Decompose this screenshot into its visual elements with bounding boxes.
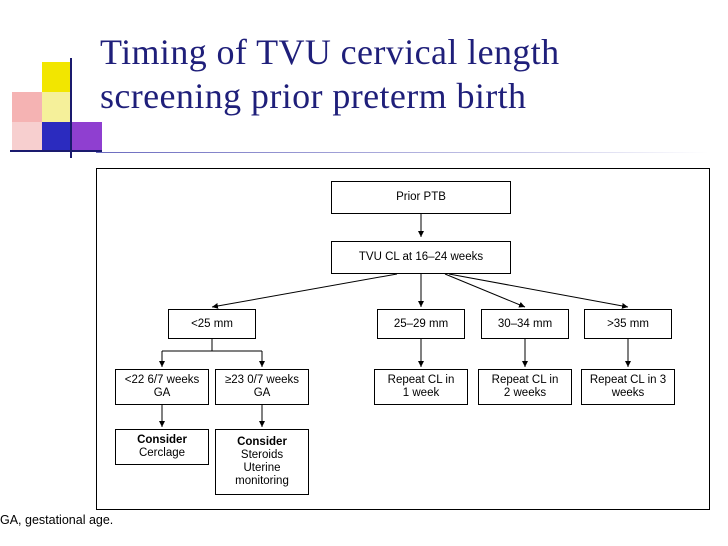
- logo-square-violet: [72, 122, 102, 152]
- logo-horizontal-rule: [10, 150, 102, 152]
- node-cl-30-34-label: 30–34 mm: [497, 317, 553, 330]
- decorative-logo: [10, 58, 102, 160]
- node-lt22-weeks-ga-line-2: GA: [153, 387, 171, 399]
- node-cl-lt25: <25 mm: [168, 309, 256, 339]
- node-cl-gt35-label: >35 mm: [607, 317, 649, 330]
- logo-square-pink-light: [12, 122, 42, 152]
- page-title-line-1: Timing of TVU cervical length: [100, 32, 560, 72]
- node-tvu-cl: TVU CL at 16–24 weeks: [331, 241, 511, 274]
- logo-vertical-rule: [70, 58, 72, 158]
- node-consider-steroids-line-1: Consider: [237, 436, 287, 448]
- node-prior-ptb: Prior PTB: [331, 181, 511, 214]
- node-prior-ptb-label: Prior PTB: [396, 191, 446, 203]
- node-repeat-cl-3-weeks: Repeat CL in 3 weeks: [581, 369, 675, 405]
- node-repeat-cl-2-weeks-line-2: 2 weeks: [503, 387, 547, 399]
- node-cl-lt25-label: <25 mm: [191, 317, 233, 330]
- node-tvu-cl-label: TVU CL at 16–24 weeks: [358, 251, 484, 263]
- node-repeat-cl-3-weeks-line-2: weeks: [611, 387, 645, 399]
- node-consider-cerclage-line-2: Cerclage: [138, 447, 186, 459]
- node-consider-cerclage-line-1: Consider: [137, 434, 187, 446]
- node-cl-25-29: 25–29 mm: [377, 309, 465, 339]
- node-cl-30-34: 30–34 mm: [481, 309, 569, 339]
- node-cl-25-29-label: 25–29 mm: [393, 317, 449, 330]
- footnote: GA, gestational age.: [0, 513, 114, 527]
- node-repeat-cl-2-weeks-line-1: Repeat CL in: [491, 374, 559, 386]
- logo-square-yellow-light: [42, 92, 72, 122]
- node-repeat-cl-1-week-line-1: Repeat CL in: [387, 374, 455, 386]
- node-repeat-cl-3-weeks-line-1: Repeat CL in 3: [589, 374, 667, 386]
- page-title-line-2: screening prior preterm birth: [100, 76, 527, 116]
- node-ge23-weeks-ga-line-1: ≥23 0/7 weeks: [224, 374, 300, 386]
- node-consider-steroids-line-2: Steroids: [240, 449, 284, 461]
- node-repeat-cl-1-week-line-2: 1 week: [402, 387, 440, 399]
- node-consider-steroids-line-4: monitoring: [235, 475, 289, 487]
- title-divider: [96, 152, 708, 153]
- node-consider-steroids-line-3: Uterine: [243, 462, 281, 474]
- node-ge23-weeks-ga: ≥23 0/7 weeks GA: [215, 369, 309, 405]
- node-repeat-cl-1-week: Repeat CL in 1 week: [374, 369, 468, 405]
- node-cl-gt35: >35 mm: [584, 309, 672, 339]
- logo-square-blue: [42, 122, 72, 152]
- logo-square-yellow: [42, 62, 72, 92]
- node-consider-steroids: Consider Steroids Uterine monitoring: [215, 429, 309, 495]
- flowchart-container: Prior PTB TVU CL at 16–24 weeks <25 mm 2…: [96, 168, 710, 510]
- node-ge23-weeks-ga-line-2: GA: [253, 387, 271, 399]
- page-title: Timing of TVU cervical length screening …: [100, 30, 708, 118]
- node-lt22-weeks-ga: <22 6/7 weeks GA: [115, 369, 209, 405]
- node-repeat-cl-2-weeks: Repeat CL in 2 weeks: [478, 369, 572, 405]
- node-lt22-weeks-ga-line-1: <22 6/7 weeks: [124, 374, 200, 386]
- logo-square-pink: [12, 92, 42, 122]
- node-consider-cerclage: Consider Cerclage: [115, 429, 209, 465]
